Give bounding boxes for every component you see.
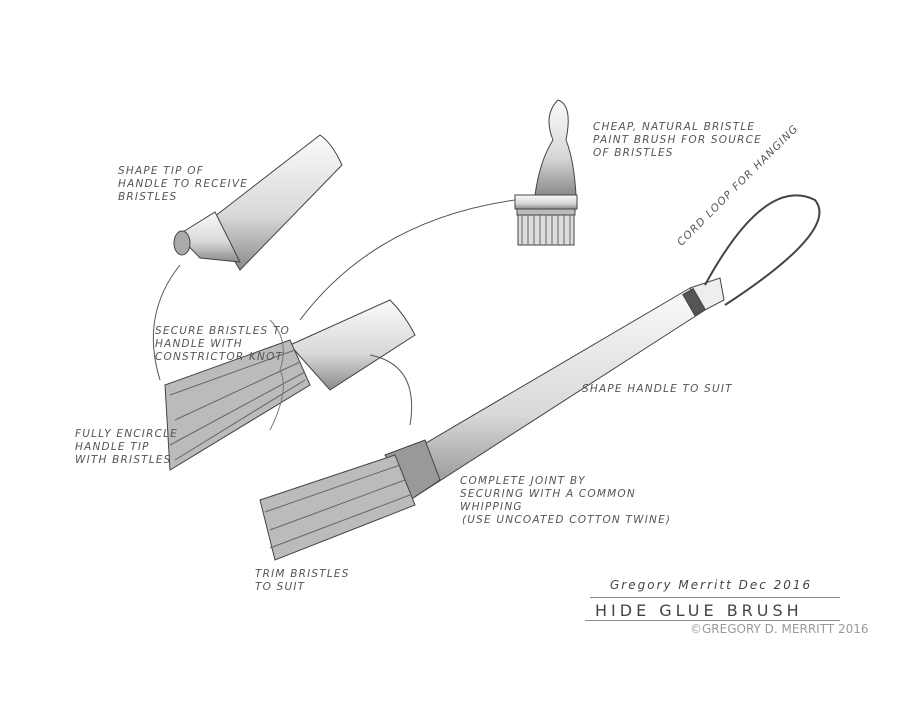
label-secure-bristles: Secure bristles to handle with constrict… (155, 325, 291, 363)
paint-brush-sketch (514, 99, 578, 246)
title-rule-top (590, 597, 840, 598)
signature: Gregory Merritt Dec 2016 (610, 578, 813, 592)
copyright: ©GREGORY D. MERRITT 2016 (690, 622, 869, 636)
finished-brush-sketch (259, 194, 821, 561)
label-twine-note: (use uncoated cotton twine) (462, 514, 672, 526)
drawing-title: HIDE GLUE BRUSH (595, 601, 803, 620)
shaped-handle-sketch (173, 134, 343, 271)
label-shape-handle: Shape handle to suit (582, 383, 733, 395)
title-rule-bottom (585, 620, 840, 621)
label-complete-joint: Complete joint by securing with a common… (460, 475, 636, 513)
label-trim: Trim bristles to suit (255, 568, 350, 593)
label-paint-brush: Cheap, natural bristle paint brush for s… (593, 121, 762, 159)
secured-bristles-sketch (164, 299, 416, 471)
label-shape-tip: Shape tip of handle to receive bristles (118, 165, 249, 203)
label-encircle: Fully encircle handle tip with bristles (75, 428, 178, 466)
arrows (152, 199, 516, 426)
